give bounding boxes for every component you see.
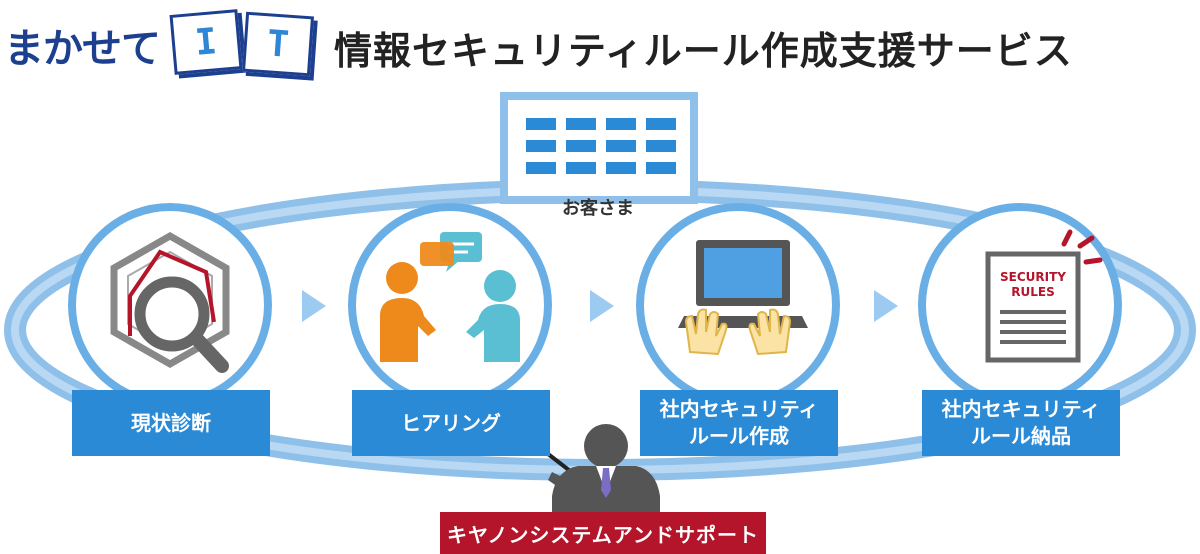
security-rules-text: SECURITY RULES <box>993 270 1073 300</box>
header: まかせて I T 情報セキュリティルール作成支援サービス <box>0 0 1200 90</box>
service-title: 情報セキュリティルール作成支援サービス <box>334 29 1073 73</box>
typing-hands-icon <box>684 308 792 356</box>
presenter-icon <box>528 424 660 512</box>
security-text-line2: RULES <box>1011 285 1055 299</box>
step-label-rule-delivery: 社内セキュリティ ルール納品 <box>922 390 1120 456</box>
step-label-diagnosis: 現状診断 <box>72 390 270 456</box>
security-text-line1: SECURITY <box>1000 270 1066 284</box>
security-rules-document-icon <box>985 229 1103 363</box>
arrow-icon-2 <box>590 290 614 322</box>
arrow-icon-1 <box>302 290 326 322</box>
step-label-hearing: ヒアリング <box>352 390 550 456</box>
building-icon <box>500 92 698 204</box>
magnifier-icon <box>134 276 229 373</box>
arrow-icon-3 <box>874 290 898 322</box>
brand-text: まかせて <box>4 26 161 72</box>
step-label-rule-creation: 社内セキュリティ ルール作成 <box>640 390 838 456</box>
company-label: キヤノンシステムアンドサポート <box>440 512 766 554</box>
hearing-people-icon <box>380 232 520 362</box>
customer-label: お客さま <box>562 198 634 219</box>
